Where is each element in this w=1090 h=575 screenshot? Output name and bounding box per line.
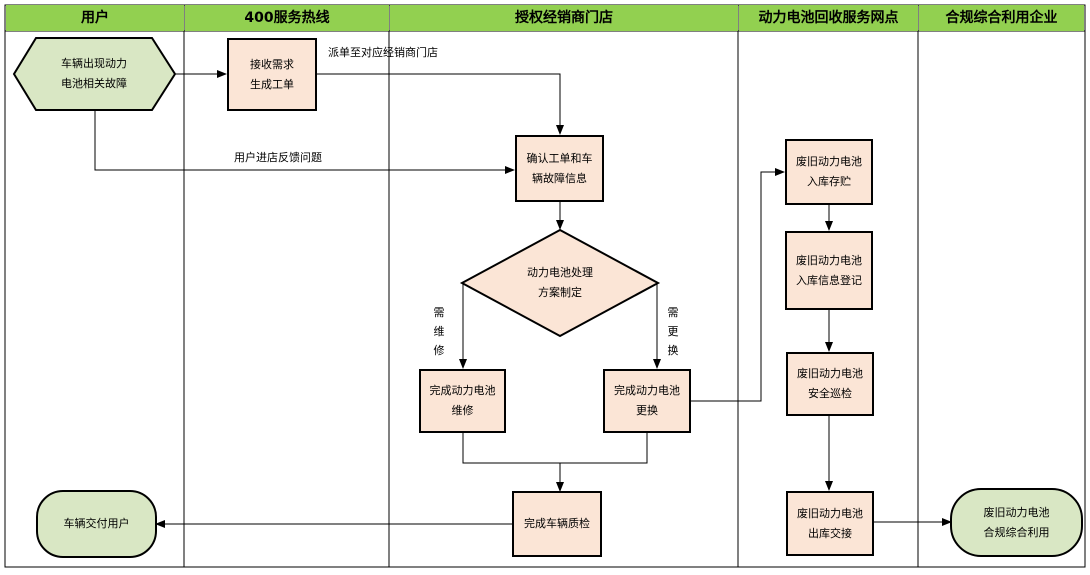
edge-label-need-replace: 需更换	[667, 306, 679, 357]
decision-diamond	[459, 228, 661, 338]
edge-replace-to-storage	[691, 168, 785, 402]
node-deliver-text: 车辆交付用户	[63, 517, 130, 530]
node-receive: 接收需求 生成工单	[227, 38, 317, 111]
lane-header-dealer: 授权经销商门店	[390, 5, 738, 31]
lane-header-utilization: 合规综合利用企业	[919, 5, 1084, 31]
lane-header-user: 用户	[6, 5, 184, 31]
node-utilize-text: 废旧动力电池 合规综合利用	[983, 505, 1050, 539]
start-hexagon	[12, 37, 177, 111]
node-repair: 完成动力电池 维修	[419, 369, 506, 433]
node-storage: 废旧动力电池 入库存贮	[785, 139, 873, 205]
node-inspect: 废旧动力电池 安全巡检	[786, 352, 874, 416]
edge-fault-to-confirm	[94, 110, 515, 174]
node-replace: 完成动力电池 更换	[603, 369, 691, 433]
node-register: 废旧动力电池 入库信息登记	[785, 231, 873, 310]
node-confirm: 确认工单和车 辆故障信息	[515, 135, 604, 202]
node-fault-text: 车辆出现动力 电池相关故障	[61, 57, 127, 90]
node-plan-text: 动力电池处理 方案制定	[527, 266, 593, 299]
lane-header-hotline: 400服务热线	[185, 5, 389, 31]
edge-repair-to-merge	[462, 433, 648, 464]
edge-label-visit: 用户进店反馈问题	[234, 151, 322, 164]
edge-label-dispatch: 派单至对应经销商门店	[328, 46, 438, 59]
utilize-terminal	[950, 488, 1083, 557]
node-handover: 废旧动力电池 出库交接	[786, 491, 874, 556]
edge-receive-to-confirm	[317, 73, 564, 135]
node-qc: 完成车辆质检	[512, 491, 602, 557]
lane-header-recycle-point: 动力电池回收服务网点	[739, 5, 918, 31]
edge-label-need-repair: 需维修	[433, 306, 445, 357]
deliver-terminal	[36, 490, 157, 558]
